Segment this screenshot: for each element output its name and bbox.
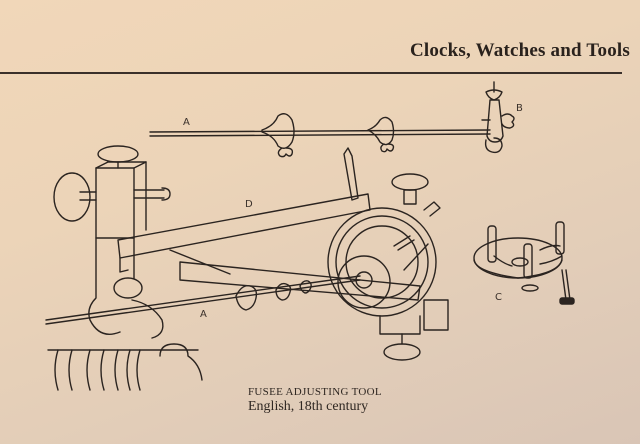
figure-caption: FUSEE ADJUSTING TOOL English, 18th centu… [248,386,448,415]
label-a-bottom: A [200,309,207,320]
label-b: B [516,103,523,114]
label-c: C [495,292,502,303]
chapter-title: Clocks, Watches and Tools [409,40,630,61]
label-a-top: A [183,117,190,128]
caption-subtitle: English, 18th century [248,399,369,414]
caption-title: FUSEE ADJUSTING TOOL [248,386,382,398]
rod-a-top-drawing [149,113,491,158]
main-tool-drawing [47,145,449,391]
tool-c-drawing [473,221,575,305]
running-head: Clocks, Watches and Tools [0,0,640,74]
rod-a-bottom-drawing [45,275,361,325]
header-rule [0,72,622,74]
label-d: D [245,199,253,210]
tool-b-drawing [481,81,515,154]
